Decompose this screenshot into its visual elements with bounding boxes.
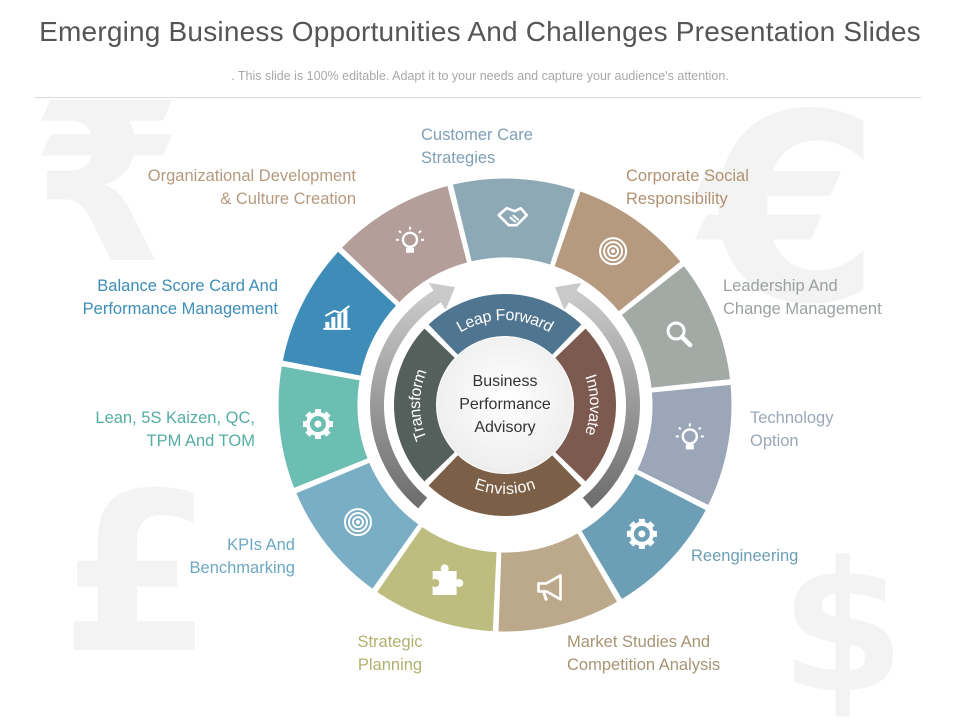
svg-text:£: £: [60, 446, 213, 702]
label-line: Responsibility: [626, 190, 728, 208]
cycle-segment: [292, 458, 423, 593]
lightbulb-icon: [395, 226, 424, 253]
lightbulb-icon: [675, 423, 704, 450]
gear-icon: [626, 518, 657, 549]
center-label-line: Performance: [459, 396, 551, 413]
segment-label-lean: Lean, 5S Kaizen, QC, TPM And TOM: [35, 407, 255, 453]
right-arrow: [569, 290, 640, 509]
puzzle-icon: [432, 564, 464, 596]
inner-ring-segment: [392, 325, 458, 485]
right-arrow-head: [555, 282, 582, 311]
divider: [35, 97, 921, 98]
label-line: Market Studies And: [567, 633, 711, 651]
segment-label-balance-score: Balance Score Card And Performance Manag…: [20, 275, 278, 321]
segment-label-technology: Technology Option: [750, 407, 833, 453]
inner-ring-label: Transform: [407, 367, 431, 443]
svg-text:€: €: [692, 60, 881, 362]
handshake-icon: [497, 206, 529, 227]
page-subtitle: . This slide is 100% editable. Adapt it …: [231, 69, 729, 83]
label-line: Organizational Development: [147, 167, 356, 185]
segment-label-reengineering: Reengineering: [691, 545, 798, 568]
label-line: Customer Care: [421, 126, 533, 144]
target-icon: [343, 508, 372, 537]
inner-ring-label: Innovate: [581, 372, 603, 437]
label-line: KPIs And: [227, 536, 295, 554]
segment-label-customer-care: Customer Care Strategies: [421, 124, 533, 170]
label-line: Strategic: [357, 633, 423, 651]
left-arrow-head: [428, 282, 455, 311]
center-label-line: Business: [472, 373, 538, 390]
segment-label-strategic-planning: Strategic Planning: [330, 631, 450, 677]
svg-text:$: $: [780, 524, 905, 720]
magnifier-icon: [666, 321, 693, 348]
label-line: Option: [750, 432, 799, 450]
cycle-segment: [617, 261, 734, 391]
label-line: Leadership And: [723, 277, 838, 295]
segment-label-organizational: Organizational Development & Culture Cre…: [96, 165, 356, 211]
segment-label-market-studies: Market Studies And Competition Analysis: [567, 631, 720, 677]
target-icon: [599, 237, 628, 266]
label-line: Change Management: [723, 300, 882, 318]
label-line: Benchmarking: [189, 559, 295, 577]
cycle-segment: [275, 362, 372, 492]
label-line: Reengineering: [691, 547, 799, 565]
background-watermark: ₹ € £ $: [30, 56, 905, 720]
segment-label-corporate-social: Corporate Social Responsibility: [626, 165, 749, 211]
label-line: Strategies: [421, 149, 496, 167]
cycle-segment: [495, 529, 622, 635]
segment-label-kpis: KPIs And Benchmarking: [95, 534, 295, 580]
label-line: Technology: [750, 409, 834, 427]
label-line: Performance Management: [82, 300, 278, 318]
label-line: Corporate Social: [626, 167, 749, 185]
megaphone-icon: [537, 574, 562, 601]
label-line: Planning: [357, 656, 423, 674]
svg-text:₹: ₹: [30, 56, 183, 312]
cycle-segment: [633, 381, 735, 509]
inner-ring-segment: [552, 325, 618, 485]
label-line: Balance Score Card And: [97, 277, 278, 295]
inner-ring-label: Envision: [473, 476, 538, 498]
label-line: Competition Analysis: [567, 656, 721, 674]
left-arrow: [370, 290, 441, 509]
gear-icon: [302, 409, 333, 440]
segment-label-leadership: Leadership And Change Management: [723, 275, 882, 321]
label-line: Lean, 5S Kaizen, QC,: [95, 409, 255, 427]
label-line: & Culture Creation: [220, 190, 356, 208]
label-line: TPM And TOM: [146, 432, 255, 450]
center-label-line: Advisory: [474, 419, 536, 436]
inner-ring-segment: [425, 452, 585, 518]
bar-chart-icon: [323, 305, 351, 330]
page-title: Emerging Business Opportunities And Chal…: [39, 16, 921, 47]
center-label: Business Performance Advisory: [430, 370, 580, 439]
inner-ring-segment: [425, 292, 585, 358]
center-circle: [437, 337, 573, 473]
